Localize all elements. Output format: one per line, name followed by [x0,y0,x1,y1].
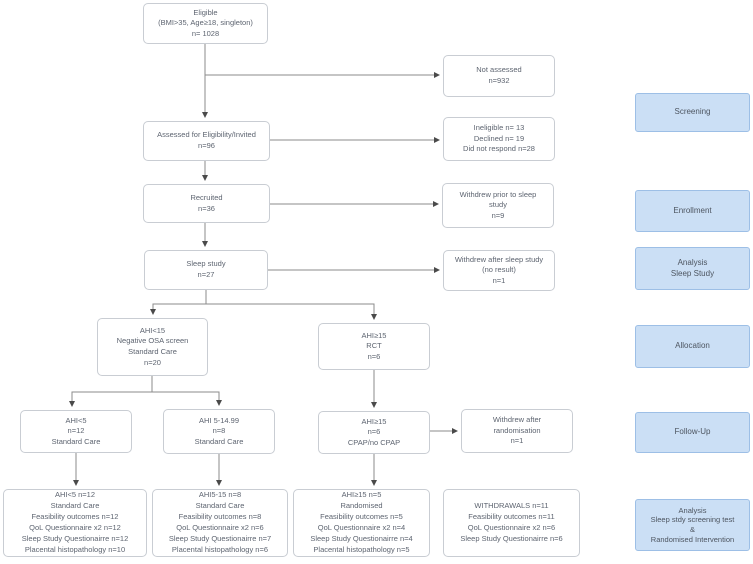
connector-ahi-lt15-ahi-5-14 [152,391,222,406]
connector-ahi-lt15-ahi-lt5 [69,376,153,407]
stage-label-screening: Screening [635,93,750,132]
node-ahi-lt5: AHI<5 n=12 Standard Care [20,410,132,453]
connector-sleep-ahi-ge15-rct [206,303,377,320]
node-ahi-lt15-standard-care: AHI<15 Negative OSA screen Standard Care… [97,318,208,376]
stage-label-allocation: Allocation [635,325,750,368]
stage-label-follow-up: Follow-Up [635,412,750,453]
node-sleep-study: Sleep study n=27 [144,250,268,290]
node-outcomes-ahi-lt5: AHI<5 n=12 Standard Care Feasibility out… [3,489,147,557]
node-ahi-ge15-rct: AHI≥15 RCT n=6 [318,323,430,370]
node-withdrew-after-sleep: Withdrew after sleep study (no result) n… [443,250,555,291]
node-withdrawals: WITHDRAWALS n=11 Feasibility outcomes n=… [443,489,580,557]
stage-label-analysis-final: Analysis Sleep stdy screening test & Ran… [635,499,750,551]
node-withdrew-after-randomisation: Withdrew after randomisation n=1 [461,409,573,453]
node-outcomes-ahi-ge15: AHI≥15 n=5 Randomised Feasibility outcom… [293,489,430,557]
node-ahi-ge15-cpap: AHI≥15 n=6 CPAP/no CPAP [318,411,430,454]
stage-label-enrollment: Enrollment [635,190,750,232]
node-assessed-for-eligibility: Assessed for Eligibility/Invited n=96 [143,121,270,161]
node-eligible: Eligible (BMI>35, Age≥18, singleton) n= … [143,3,268,44]
node-ahi-5-14-99: AHI 5-14.99 n=8 Standard Care [163,409,275,454]
node-withdrew-prior-sleep: Withdrew prior to sleep study n=9 [442,183,554,228]
node-not-assessed: Not assessed n=932 [443,55,555,97]
node-recruited: Recruited n=36 [143,184,270,223]
stage-label-analysis-sleep-study: Analysis Sleep Study [635,247,750,290]
connector-sleep-ahi-lt15 [150,290,207,315]
node-outcomes-ahi-5-15: AHI5-15 n=8 Standard Care Feasibility ou… [152,489,288,557]
node-ineligible: Ineligible n= 13 Declined n= 19 Did not … [443,117,555,161]
